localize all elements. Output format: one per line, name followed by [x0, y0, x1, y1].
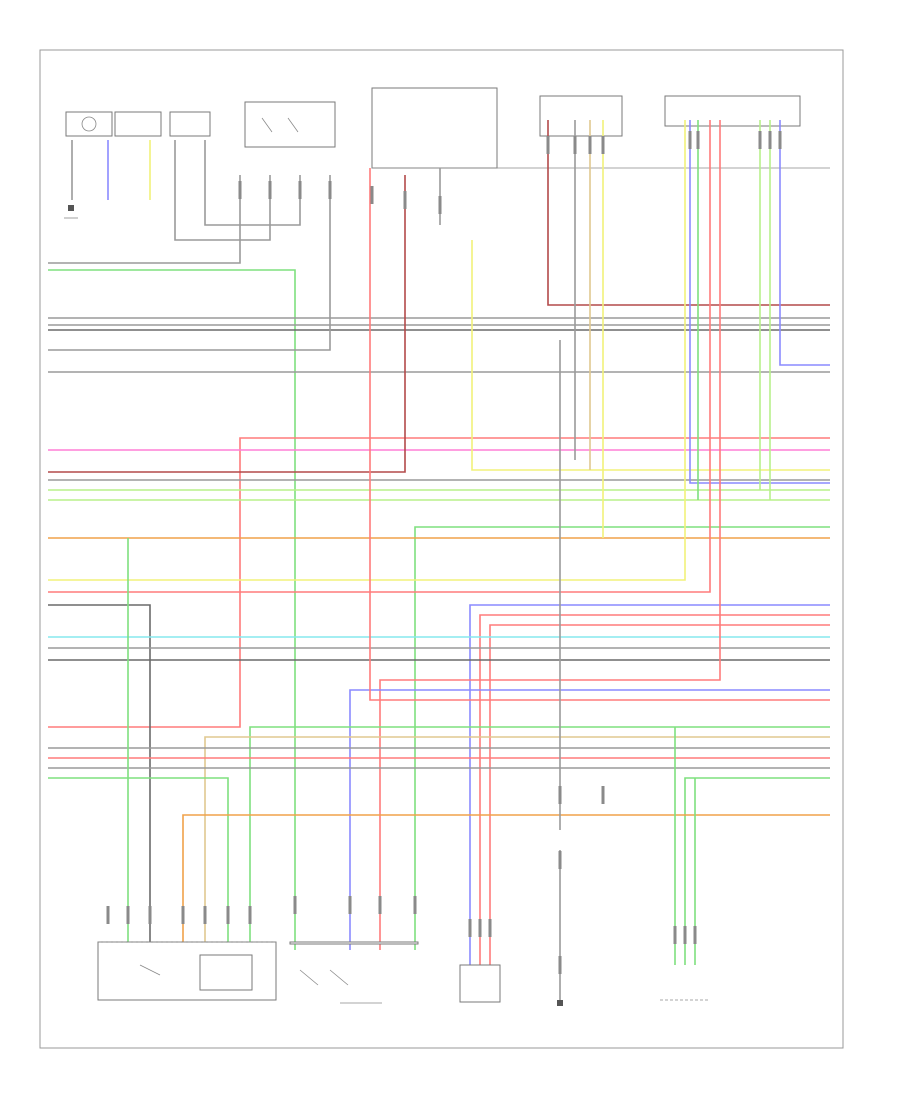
connector-mark	[488, 919, 492, 937]
wire	[48, 120, 686, 581]
wire	[48, 777, 229, 950]
connector-mark	[438, 196, 442, 214]
wire	[369, 168, 830, 701]
component-c5	[371, 87, 498, 169]
connector-mark	[601, 786, 605, 804]
switch-symbol	[299, 969, 319, 986]
connector-mark	[768, 131, 772, 149]
connector-mark	[573, 136, 577, 154]
connector-mark	[696, 131, 700, 149]
diagram-border	[39, 49, 844, 1049]
connector-mark	[778, 131, 782, 149]
connector-mark	[328, 181, 332, 199]
component-b2	[199, 954, 253, 991]
connector-mark	[378, 896, 382, 914]
component-b4	[459, 964, 501, 1003]
connector-mark	[126, 906, 130, 924]
connector-marks	[106, 131, 782, 974]
connector-mark	[238, 181, 242, 199]
switch-symbol	[329, 969, 349, 986]
wire	[48, 175, 331, 351]
wire	[379, 120, 721, 950]
wire	[684, 777, 830, 965]
connector-mark	[478, 919, 482, 937]
connector-mark	[348, 896, 352, 914]
connector-mark	[268, 181, 272, 199]
wire	[489, 624, 830, 975]
wire	[471, 240, 830, 471]
wire	[204, 140, 301, 226]
wire	[349, 689, 830, 950]
connector-mark	[106, 906, 110, 924]
connector-mark	[148, 906, 152, 924]
wire	[48, 120, 711, 593]
component-b3-bus	[289, 941, 419, 945]
component-c3	[169, 111, 211, 137]
vertical-wires	[71, 120, 771, 1005]
connector-mark	[403, 191, 407, 209]
connector-mark	[601, 136, 605, 154]
connector-mark	[181, 906, 185, 924]
connector-mark	[588, 136, 592, 154]
wire	[469, 604, 830, 975]
switch-symbol	[139, 964, 161, 976]
connector-mark	[558, 956, 562, 974]
wire	[48, 175, 241, 264]
switch-symbol	[261, 117, 273, 133]
connector-mark	[673, 926, 677, 944]
component-c1	[65, 111, 113, 137]
component-c7	[664, 95, 801, 127]
wire	[182, 814, 830, 950]
wire	[547, 120, 830, 306]
connector-mark	[468, 919, 472, 937]
connector-mark	[558, 851, 562, 869]
ground-symbol	[557, 1000, 563, 1006]
wire	[48, 437, 830, 728]
connector-mark	[758, 131, 762, 149]
switch-symbol	[287, 117, 299, 133]
connector-mark	[693, 926, 697, 944]
connector-mark	[558, 786, 562, 804]
connector-mark	[688, 131, 692, 149]
component-c6	[539, 95, 623, 137]
component-c4	[244, 101, 336, 148]
wire	[779, 120, 830, 366]
connector-mark	[203, 906, 207, 924]
component-c2	[114, 111, 162, 137]
wire	[479, 614, 830, 975]
connector-mark	[248, 906, 252, 924]
connector-mark	[546, 136, 550, 154]
wire	[689, 120, 830, 484]
wire	[249, 726, 830, 950]
bottom-components	[97, 941, 710, 1006]
wire	[414, 526, 830, 950]
ground-symbol	[68, 205, 74, 211]
connector-mark	[298, 181, 302, 199]
connector-mark	[683, 926, 687, 944]
connector-mark	[370, 186, 374, 204]
wire	[204, 736, 830, 950]
lamp-symbol	[81, 116, 97, 132]
connector-mark	[413, 896, 417, 914]
top-components	[64, 87, 830, 219]
connector-mark	[226, 906, 230, 924]
horizontal-wires	[48, 120, 830, 975]
wire	[48, 269, 296, 950]
wire	[48, 604, 151, 950]
connector-mark	[293, 896, 297, 914]
wire	[48, 175, 406, 473]
wire	[174, 140, 271, 241]
